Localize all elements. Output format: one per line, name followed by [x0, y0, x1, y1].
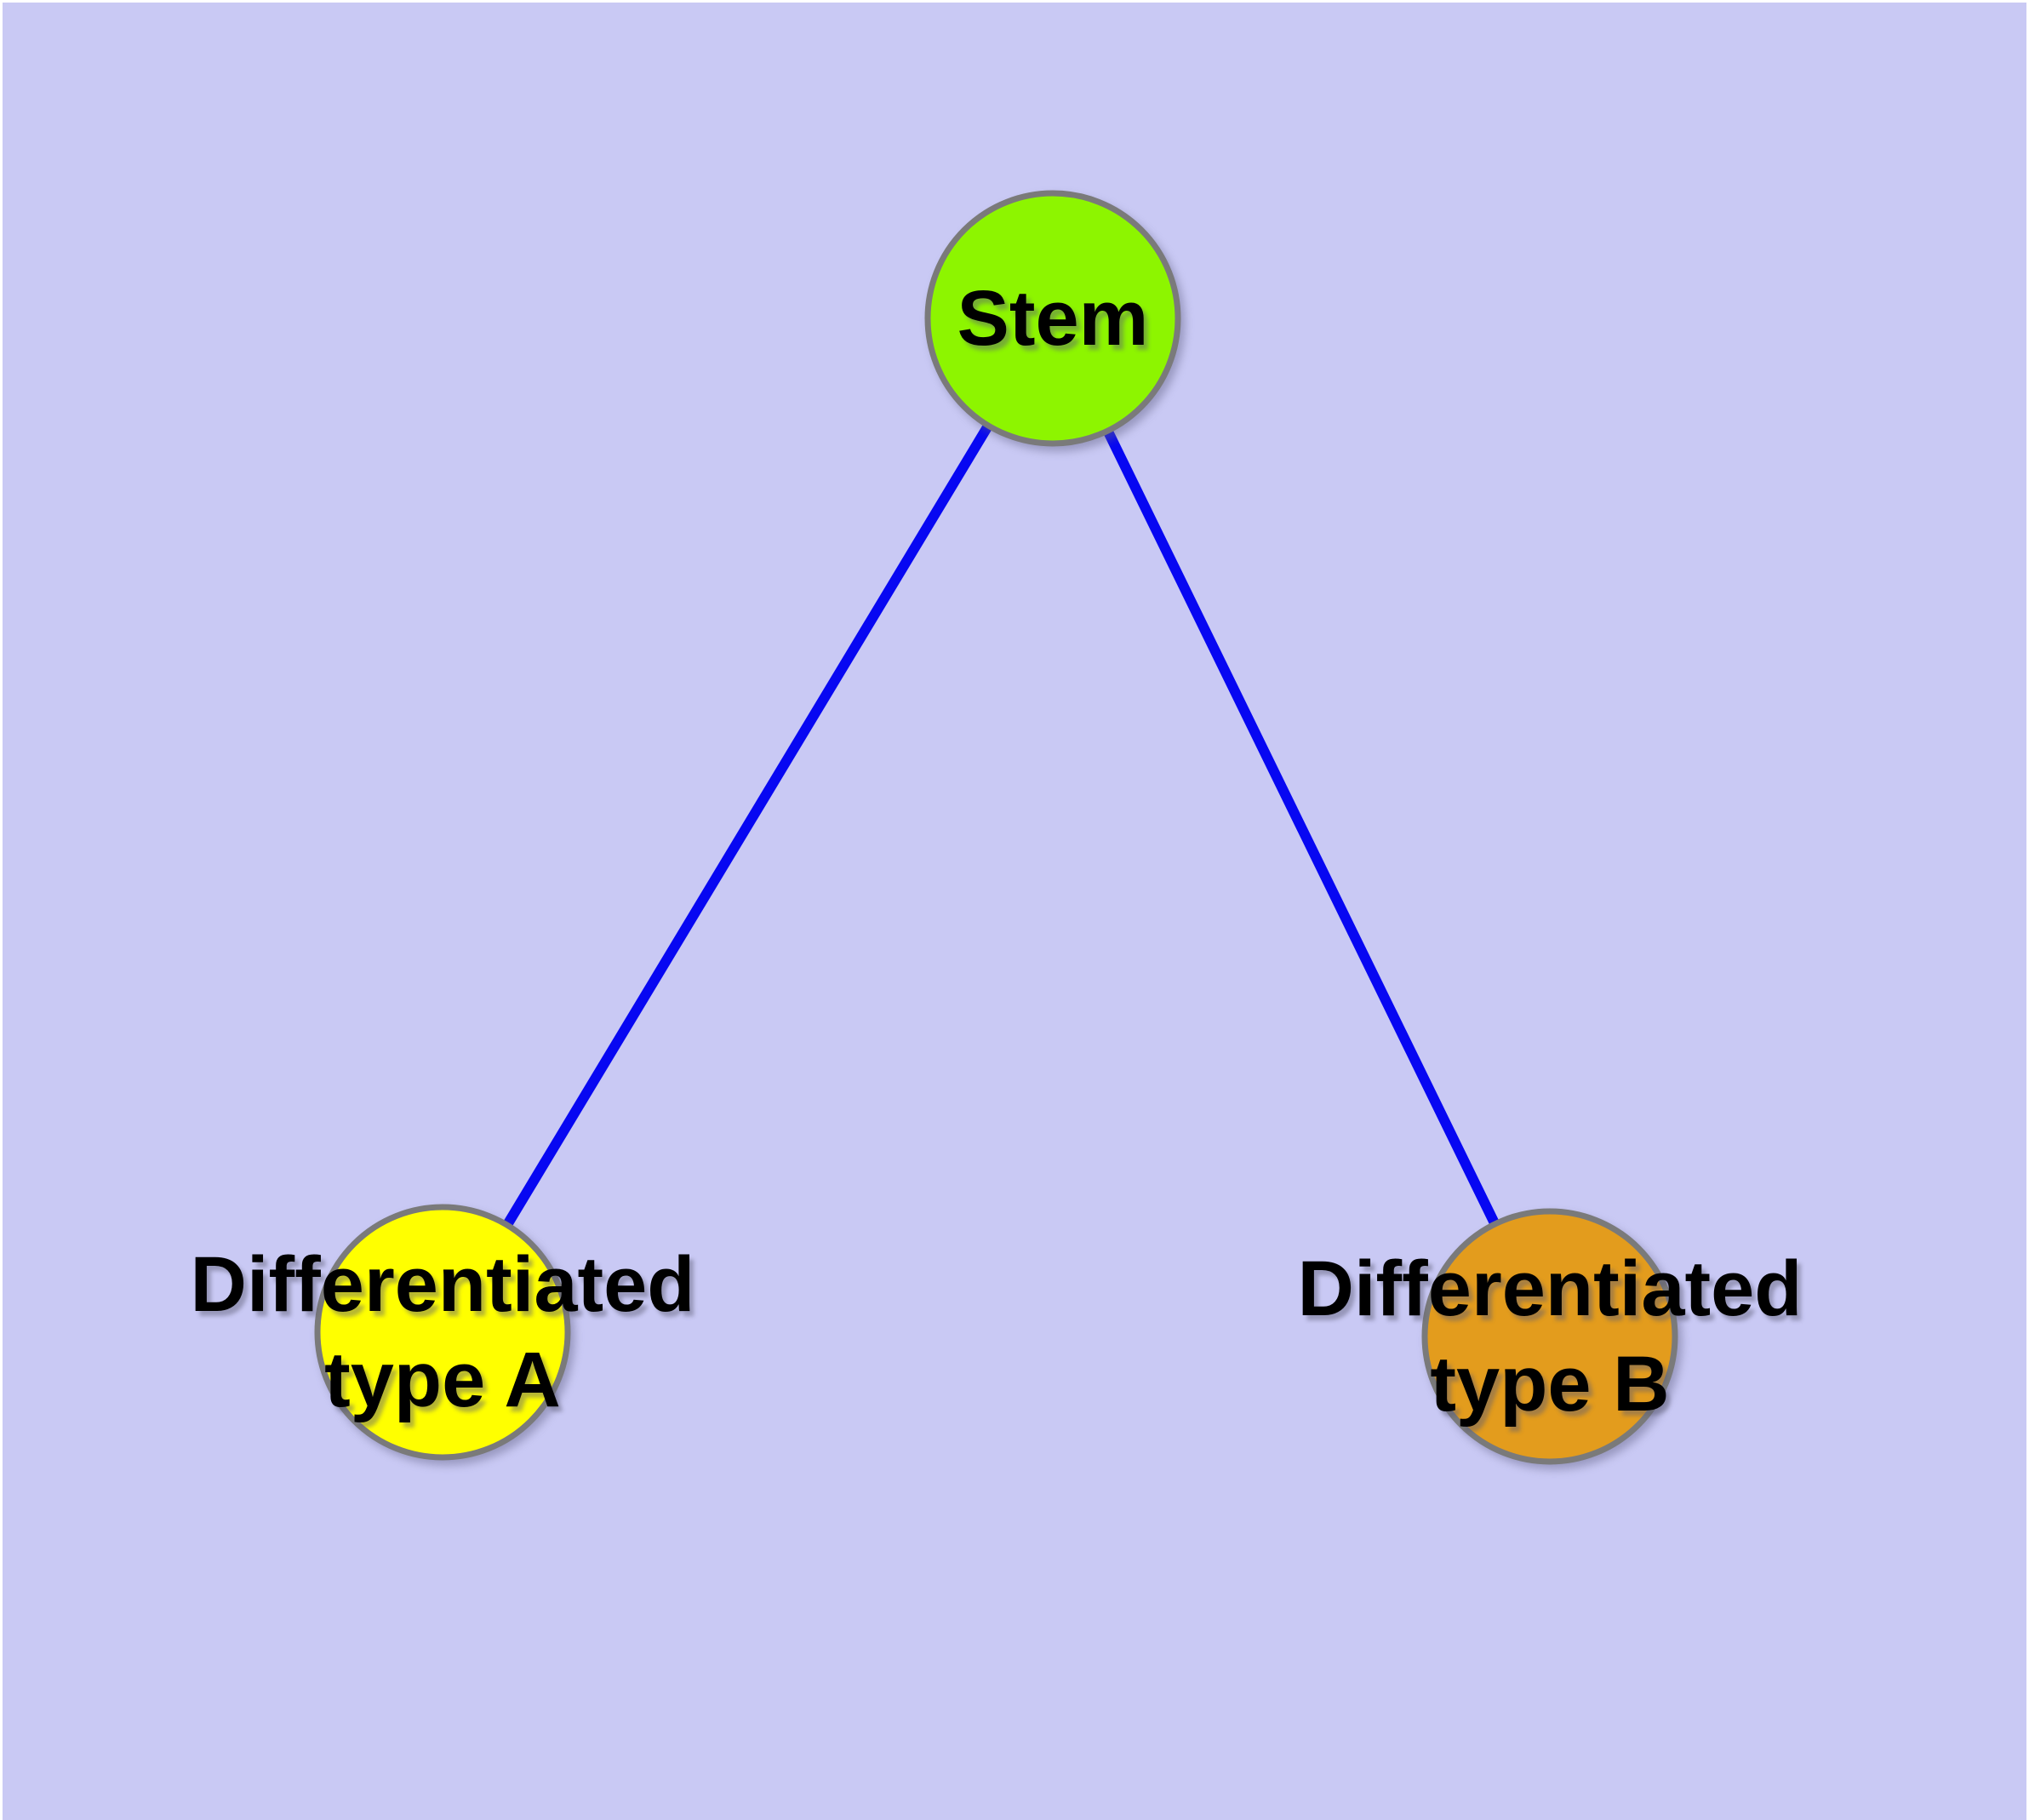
edge-stem-to-type-b — [1048, 316, 1555, 1339]
node-differentiated-type-a — [314, 1204, 571, 1461]
diagram-canvas — [3, 3, 2026, 1820]
node-differentiated-type-b — [1421, 1208, 1678, 1465]
edge-stem-to-type-a — [437, 315, 1058, 1336]
node-stem — [924, 190, 1181, 447]
